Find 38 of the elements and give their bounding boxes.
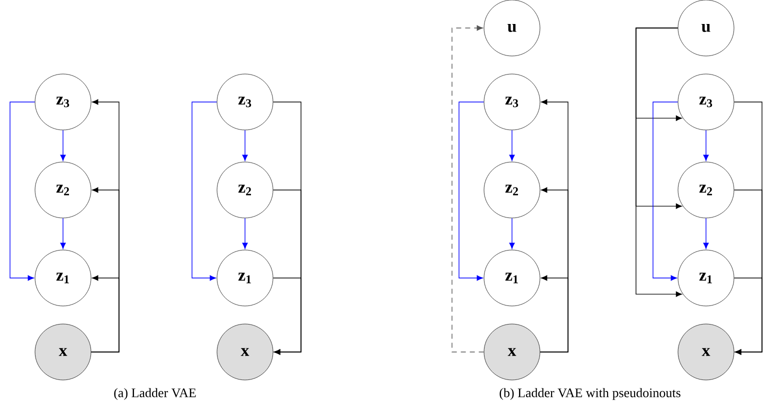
observed-node: x (216, 324, 274, 380)
arrow (452, 25, 484, 352)
arrow (242, 218, 248, 249)
variable-node: z$_{2}$ (484, 162, 540, 218)
variable-node: z$_{2}$ (678, 162, 734, 218)
observed-node: x (484, 324, 540, 380)
arrow (509, 218, 515, 249)
variable-node: z$_{1}$ (216, 250, 274, 306)
observed-node: x (678, 324, 734, 380)
observed-node: x (34, 324, 92, 380)
arrow (703, 218, 709, 249)
arrow (540, 99, 568, 352)
variable-node: z$_{1}$ (34, 250, 92, 306)
arrow (192, 102, 218, 281)
variable-node: u (484, 0, 540, 56)
caption: (b) Ladder VAE with pseudoinouts (500, 388, 680, 400)
variable-node: z$_{1}$ (678, 250, 734, 306)
arrow (458, 102, 484, 281)
arrow (703, 130, 709, 161)
variable-node: z$_{3}$ (678, 74, 734, 130)
arrow (60, 130, 66, 161)
variable-node: z$_{3}$ (484, 74, 540, 130)
arrow (242, 130, 248, 161)
arrow (272, 278, 302, 355)
variable-node: z$_{2}$ (34, 162, 92, 218)
arrow (652, 102, 678, 281)
arrow (636, 28, 682, 297)
caption: (a) Ladder VAE (114, 388, 196, 400)
arrow (509, 130, 515, 161)
arrow (734, 278, 762, 355)
variable-node: u (678, 0, 734, 56)
variable-node: z$_{3}$ (34, 74, 92, 130)
arrow (60, 218, 66, 249)
variable-node: z$_{3}$ (216, 74, 274, 130)
variable-node: z$_{1}$ (484, 250, 540, 306)
variable-node: z$_{2}$ (216, 162, 274, 218)
arrow (90, 99, 120, 352)
arrow (10, 102, 36, 281)
